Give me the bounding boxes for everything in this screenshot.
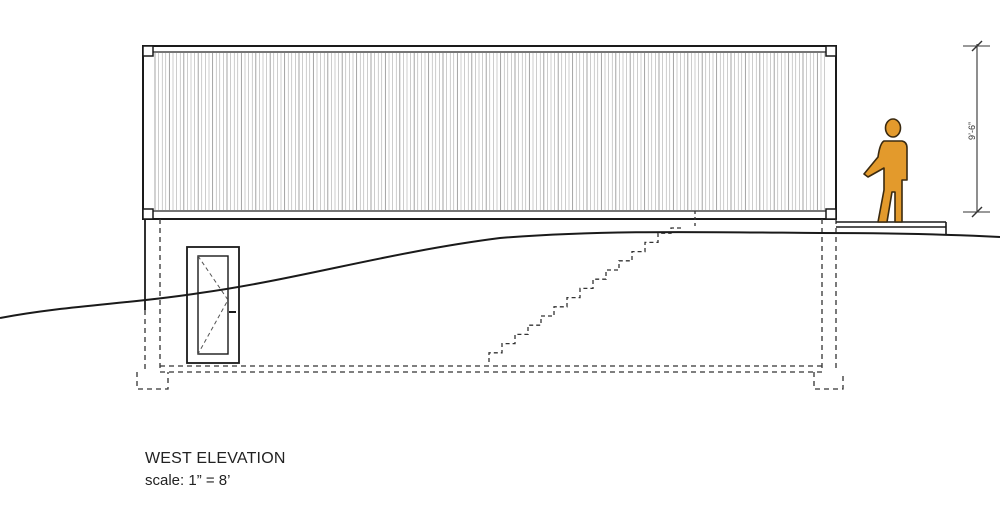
grade-line	[0, 231, 1000, 319]
corner-casting-tl	[142, 45, 154, 57]
door-icon	[186, 246, 240, 364]
door-frame	[186, 246, 240, 364]
door-panel	[197, 255, 229, 355]
drawing-scale: scale: 1” = 8’	[145, 472, 231, 489]
right-footing-hidden	[813, 372, 844, 390]
dimension-label: 9’-6”	[967, 122, 977, 140]
corner-casting-tr	[825, 45, 837, 57]
deck	[836, 221, 947, 234]
left-footing-hidden	[136, 372, 169, 390]
human-scale-figure-icon	[863, 118, 908, 223]
hidden-stair-icon	[488, 227, 683, 362]
height-dimension: 9’-6”	[963, 40, 990, 218]
corner-casting-bl	[142, 208, 154, 220]
container-corrugation	[154, 53, 825, 210]
drawing-title: WEST ELEVATION	[145, 450, 286, 467]
container-body	[142, 45, 837, 220]
figure-head	[884, 118, 902, 138]
shipping-container	[142, 45, 837, 220]
lower-level-structure	[136, 211, 844, 390]
figure-body	[863, 140, 908, 223]
corner-casting-br	[825, 208, 837, 220]
door-swing-hidden	[197, 255, 229, 355]
